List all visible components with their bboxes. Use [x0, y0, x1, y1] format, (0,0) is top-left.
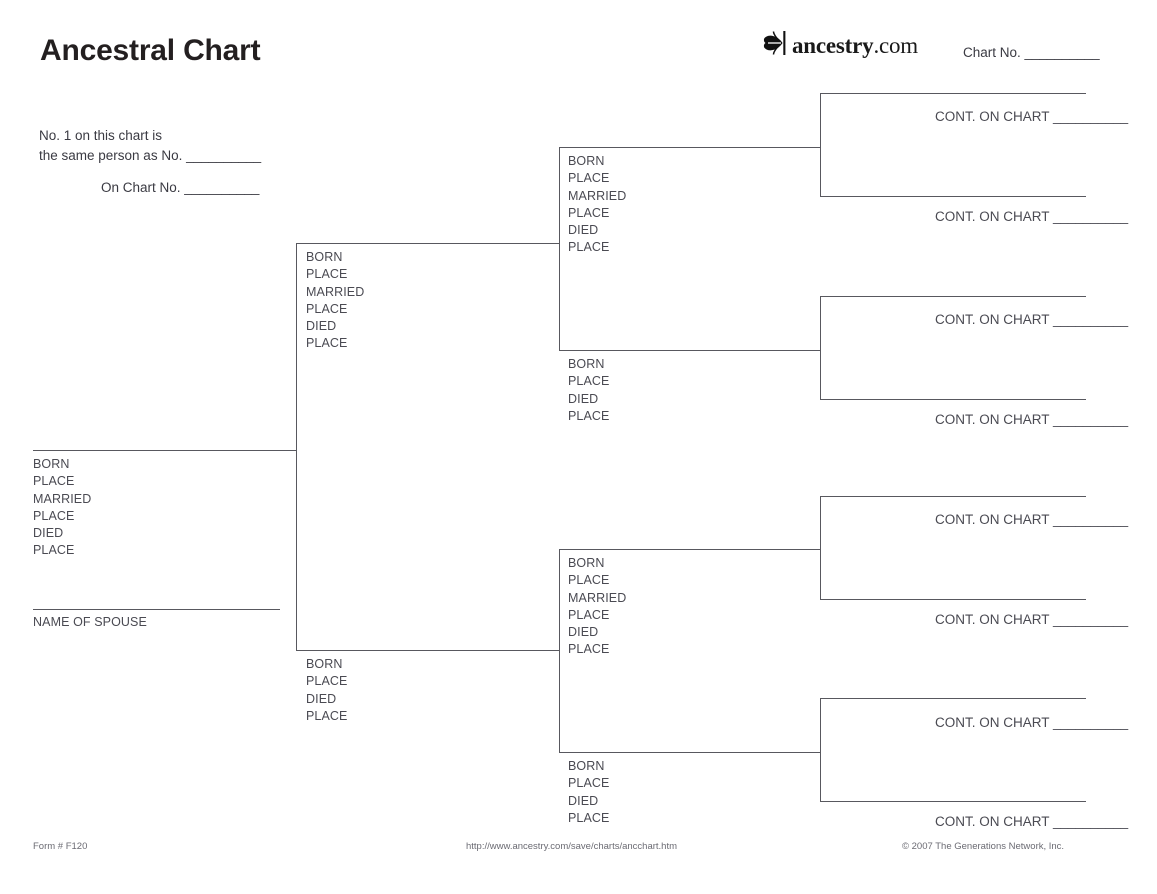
ancestry-logo-text: ancestry.com — [792, 34, 918, 57]
gen4-person-8-name-line[interactable] — [820, 801, 1086, 802]
connector-gen2father-to-gen3 — [543, 243, 560, 244]
footer-copyright: © 2007 The Generations Network, Inc. — [902, 841, 1065, 852]
gen3-pgf-birth-place-label: PLACE — [568, 171, 610, 186]
chart-no-field[interactable]: Chart No. __________ — [963, 45, 1100, 60]
gen3-paternal-grandfather-fields: BORN PLACE MARRIED PLACE DIED PLACE — [568, 153, 626, 257]
connector-person1-to-gen2 — [280, 450, 297, 451]
gen2-spine — [296, 243, 297, 651]
gen3-paternal-grandmother-name-line[interactable] — [559, 350, 821, 351]
gen3-upper-spine — [559, 147, 560, 351]
gen2-father-born-label: BORN — [306, 250, 343, 264]
gen3-mgf-died-label: DIED — [568, 625, 599, 640]
connector-gen3mgf-to-gen4 — [804, 549, 821, 550]
gen3-mgf-born-label: BORN — [568, 556, 605, 570]
gen4-spine-1 — [820, 93, 821, 196]
connector-gen3mgm-to-gen4 — [804, 752, 821, 753]
gen2-mother-died-label: DIED — [306, 691, 337, 706]
person-1-born-label: BORN — [33, 457, 70, 471]
note-line-2[interactable]: the same person as No. __________ — [39, 147, 262, 163]
gen4-person-4-name-line[interactable] — [820, 399, 1086, 400]
gen3-maternal-grandfather-name-line[interactable] — [559, 549, 821, 550]
gen4-spine-4 — [820, 698, 821, 801]
gen2-father-name-line[interactable] — [296, 243, 543, 244]
gen2-father-marriage-place-label: PLACE — [306, 301, 348, 316]
gen3-maternal-grandmother-fields: BORN PLACE DIED PLACE — [568, 758, 610, 827]
gen4-person-5-cont-label[interactable]: CONT. ON CHART __________ — [935, 512, 1129, 527]
gen3-mgf-birth-place-label: PLACE — [568, 573, 610, 588]
gen4-person-3-cont-label[interactable]: CONT. ON CHART __________ — [935, 312, 1129, 327]
gen2-father-married-label: MARRIED — [306, 284, 365, 299]
connector-gen3pgm-to-gen4 — [804, 350, 821, 351]
gen3-mgf-married-label: MARRIED — [568, 590, 627, 605]
gen3-pgf-died-label: DIED — [568, 223, 599, 238]
spouse-name-line[interactable] — [33, 609, 280, 610]
footer-url[interactable]: http://www.ancestry.com/save/charts/ancc… — [466, 841, 678, 852]
gen3-pgf-born-label: BORN — [568, 154, 605, 168]
gen2-mother-fields: BORN PLACE DIED PLACE — [306, 656, 348, 725]
gen4-person-7-name-line[interactable] — [820, 698, 1086, 699]
footer-form-number: Form # F120 — [33, 841, 88, 852]
gen3-paternal-grandfather-name-line[interactable] — [559, 147, 821, 148]
gen3-maternal-grandmother-name-line[interactable] — [559, 752, 821, 753]
person-1-name-line[interactable] — [33, 450, 280, 451]
gen4-person-8-cont-label[interactable]: CONT. ON CHART __________ — [935, 814, 1129, 829]
gen2-father-died-label: DIED — [306, 319, 337, 334]
gen3-mgm-death-place-label: PLACE — [568, 810, 610, 825]
gen3-pgm-born-label: BORN — [568, 357, 605, 371]
person-1-death-place-label: PLACE — [33, 543, 75, 558]
gen3-mgm-died-label: DIED — [568, 793, 599, 808]
gen3-mgf-marriage-place-label: PLACE — [568, 607, 610, 622]
gen2-mother-born-label: BORN — [306, 657, 343, 671]
person-1-married-label: MARRIED — [33, 491, 92, 506]
ancestry-leaf-icon — [757, 30, 791, 61]
note-line-3[interactable]: On Chart No. __________ — [101, 180, 260, 196]
gen3-pgf-marriage-place-label: PLACE — [568, 205, 610, 220]
gen4-person-6-cont-label[interactable]: CONT. ON CHART __________ — [935, 612, 1129, 627]
gen3-paternal-grandmother-fields: BORN PLACE DIED PLACE — [568, 356, 610, 425]
same-person-note: No. 1 on this chart is the same person a… — [39, 126, 261, 198]
gen3-mgf-death-place-label: PLACE — [568, 642, 610, 657]
gen2-father-birth-place-label: PLACE — [306, 267, 348, 282]
gen4-person-6-name-line[interactable] — [820, 599, 1086, 600]
gen3-pgm-died-label: DIED — [568, 391, 599, 406]
gen3-pgf-death-place-label: PLACE — [568, 240, 610, 255]
gen4-person-1-name-line[interactable] — [820, 93, 1086, 94]
ancestry-logo: ancestry.com — [757, 30, 918, 61]
gen3-lower-spine — [559, 549, 560, 753]
gen2-mother-name-line[interactable] — [296, 650, 543, 651]
person-1-birth-place-label: PLACE — [33, 474, 75, 489]
spouse-name-label: NAME OF SPOUSE — [33, 615, 147, 629]
page-title: Ancestral Chart — [40, 34, 261, 67]
gen4-person-5-name-line[interactable] — [820, 496, 1086, 497]
gen2-father-fields: BORN PLACE MARRIED PLACE DIED PLACE — [306, 249, 364, 353]
gen4-person-2-cont-label[interactable]: CONT. ON CHART __________ — [935, 209, 1129, 224]
note-line-1: No. 1 on this chart is — [39, 128, 163, 143]
gen3-maternal-grandfather-fields: BORN PLACE MARRIED PLACE DIED PLACE — [568, 555, 626, 659]
gen4-spine-2 — [820, 296, 821, 399]
person-1-marriage-place-label: PLACE — [33, 508, 75, 523]
logo-word-dotcom: .com — [873, 32, 918, 58]
gen2-mother-death-place-label: PLACE — [306, 708, 348, 723]
gen2-father-death-place-label: PLACE — [306, 336, 348, 351]
gen4-person-1-cont-label[interactable]: CONT. ON CHART __________ — [935, 109, 1129, 124]
person-1-fields: BORN PLACE MARRIED PLACE DIED PLACE — [33, 456, 91, 560]
gen4-person-2-name-line[interactable] — [820, 196, 1086, 197]
gen3-pgm-birth-place-label: PLACE — [568, 374, 610, 389]
gen4-person-4-cont-label[interactable]: CONT. ON CHART __________ — [935, 412, 1129, 427]
gen4-person-3-name-line[interactable] — [820, 296, 1086, 297]
gen3-pgf-married-label: MARRIED — [568, 188, 627, 203]
gen4-person-7-cont-label[interactable]: CONT. ON CHART __________ — [935, 715, 1129, 730]
connector-gen2mother-to-gen3 — [543, 650, 560, 651]
gen3-pgm-death-place-label: PLACE — [568, 408, 610, 423]
logo-word-ancestry: ancestry — [792, 32, 874, 58]
gen3-mgm-born-label: BORN — [568, 759, 605, 773]
gen2-mother-birth-place-label: PLACE — [306, 674, 348, 689]
gen4-spine-3 — [820, 496, 821, 599]
connector-gen3pgf-to-gen4 — [804, 147, 821, 148]
person-1-died-label: DIED — [33, 526, 64, 541]
gen3-mgm-birth-place-label: PLACE — [568, 776, 610, 791]
